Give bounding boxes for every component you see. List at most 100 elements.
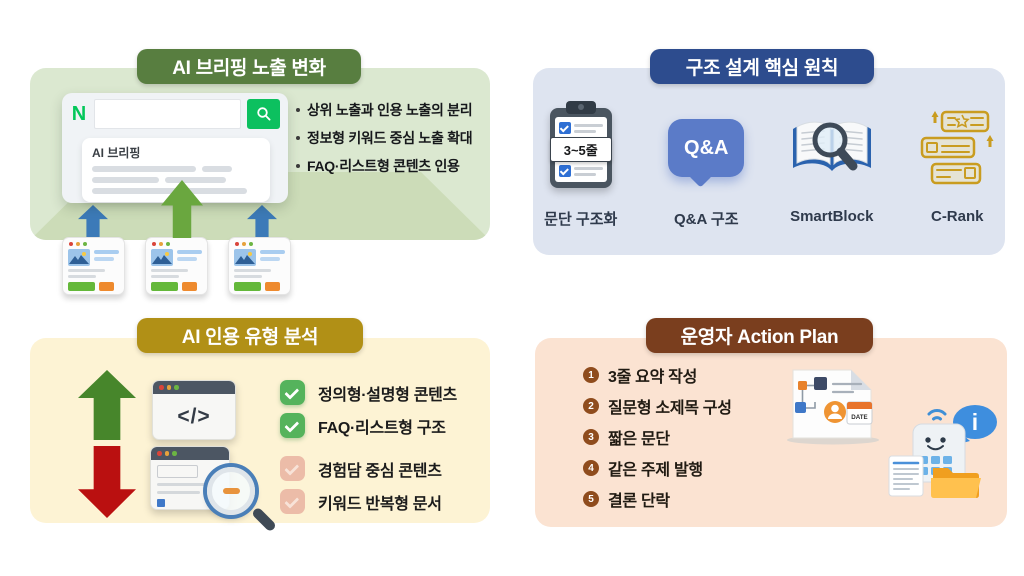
search-button-mock	[247, 99, 280, 129]
search-bar-row: N	[70, 99, 280, 129]
qa-bubble-text: Q&A	[684, 136, 729, 159]
bullet-text: 상위 노출과 인용 노출의 분리	[307, 102, 473, 118]
orange-button-shape	[182, 282, 197, 291]
green-button-shape	[151, 282, 178, 291]
step-number-badge: 1	[583, 367, 599, 383]
bullet-text: FAQ·리스트형 콘텐츠 인용	[307, 158, 460, 174]
thumbnail-image-icon	[234, 249, 256, 266]
placeholder-line-row	[92, 188, 260, 194]
check-item-positive: 정의형·설명형 콘텐츠	[280, 380, 457, 405]
down-trend-arrow-icon	[78, 446, 136, 518]
ranked-blocks-icon	[921, 110, 994, 185]
flowchart-document-illustration: DATE	[787, 369, 879, 445]
step-text: 짧은 문단	[608, 431, 670, 448]
panel-ai-briefing: N AI 브리핑 상위 노출과 인용 노출의 분리 정보형	[30, 68, 490, 240]
search-window-icon	[150, 446, 278, 533]
step-text: 결론 단락	[608, 493, 670, 510]
step-text: 3줄 요약 작성	[608, 369, 697, 386]
principle-item-qa: Q&A Q&A 구조	[659, 98, 755, 229]
panel-citation-analysis: </> 정의형·설명형 콘텐츠 FAQ·리스트형 구조	[30, 338, 490, 533]
green-button-shape	[68, 282, 95, 291]
bullet-dot	[296, 108, 300, 112]
window-bar	[153, 381, 235, 394]
check-item-positive: FAQ·리스트형 구조	[280, 413, 457, 438]
step-text: 같은 주제 발행	[608, 462, 703, 479]
check-pink-icon	[280, 456, 305, 481]
step-item: 2 질문형 소제목 구성	[583, 397, 732, 417]
check-text: 경험담 중심 콘텐츠	[318, 462, 442, 480]
bullet-dot	[296, 164, 300, 168]
ai-briefing-card-title: AI 브리핑	[92, 146, 141, 160]
bullet-text: 정보형 키워드 중심 노출 확대	[307, 130, 473, 146]
bubble-tail	[688, 163, 713, 188]
naver-logo: N	[71, 102, 87, 125]
code-glyph: </>	[177, 404, 211, 428]
qa-speech-bubble-icon: Q&A	[668, 119, 745, 188]
principle-label: C-Rank	[930, 208, 984, 225]
principle-item-crank: C-Rank	[910, 98, 1006, 229]
window-dots	[63, 238, 124, 249]
step-number-badge: 5	[583, 491, 599, 507]
step-text: 질문형 소제목 구성	[608, 400, 732, 417]
placeholder-line-row	[92, 166, 260, 172]
search-icon	[256, 107, 271, 121]
check-pink-icon	[280, 489, 305, 514]
bullet-dot	[296, 136, 300, 140]
principles-panel-title: 구조 설계 핵심 원칙	[650, 49, 874, 84]
check-green-icon	[280, 413, 305, 438]
principle-label: 문단 구조화	[544, 211, 618, 228]
panel-structure-principles: 3~5줄 문단 구조화 Q&A Q&A 구조	[533, 68, 1005, 255]
principle-item-paragraph: 3~5줄 문단 구조화	[533, 98, 629, 229]
clipboard-clip	[565, 101, 596, 114]
webpage-card	[62, 237, 125, 295]
action-panel-title: 운영자 Action Plan	[646, 318, 873, 353]
panel-action-plan: 1 3줄 요약 작성 2 질문형 소제목 구성 3 짧은 문단 4 같은 주제 발행 5…	[535, 338, 1007, 527]
date-label: DATE	[851, 414, 867, 421]
briefing-bullet-list: 상위 노출과 인용 노출의 분리 정보형 키워드 중심 노출 확대 FAQ·리스…	[296, 102, 473, 186]
robot-info-illustration: i	[888, 405, 997, 498]
webpage-card	[228, 237, 291, 295]
magnifier-handle	[250, 506, 278, 533]
magnifier-icon	[207, 467, 255, 515]
window-dots	[146, 238, 207, 249]
checkbox-icon	[558, 165, 571, 177]
step-item: 5 결론 단락	[583, 490, 732, 510]
green-button-shape	[234, 282, 261, 291]
check-text: 키워드 반복형 문서	[318, 495, 442, 513]
checkbox-icon	[558, 122, 571, 134]
check-text: 정의형·설명형 콘텐츠	[318, 386, 457, 404]
principle-label: Q&A 구조	[673, 211, 739, 228]
placeholder-line-row	[92, 177, 260, 183]
code-window-icon: </>	[152, 380, 236, 440]
step-number-badge: 2	[583, 398, 599, 414]
search-input-mock	[94, 99, 241, 129]
step-number-badge: 4	[583, 460, 599, 476]
window-dots	[229, 238, 290, 249]
step-item: 1 3줄 요약 작성	[583, 366, 732, 386]
step-number-badge: 3	[583, 429, 599, 445]
info-glyph: i	[972, 409, 978, 435]
book-magnifier-icon	[792, 121, 871, 171]
citation-panel-title: AI 인용 유형 분석	[137, 318, 363, 353]
bullet-item: 상위 노출과 인용 노출의 분리	[296, 102, 473, 118]
naver-search-mockup: N AI 브리핑	[62, 93, 288, 203]
principle-item-smartblock: SmartBlock	[784, 98, 880, 229]
action-steps-list: 1 3줄 요약 작성 2 질문형 소제목 구성 3 짧은 문단 4 같은 주제 발행 5…	[583, 366, 732, 521]
check-item-negative: 경험담 중심 콘텐츠	[280, 456, 457, 481]
principle-label: SmartBlock	[790, 208, 874, 225]
check-item-negative: 키워드 반복형 문서	[280, 489, 457, 514]
bullet-item: 정보형 키워드 중심 노출 확대	[296, 130, 473, 146]
thumbnail-image-icon	[151, 249, 173, 266]
webpage-card	[145, 237, 208, 295]
step-item: 4 같은 주제 발행	[583, 459, 732, 479]
step-item: 3 짧은 문단	[583, 428, 732, 448]
orange-button-shape	[265, 282, 280, 291]
up-trend-arrow-icon	[78, 370, 136, 440]
briefing-panel-title: AI 브리핑 노출 변화	[137, 49, 361, 84]
clipboard-checklist-icon: 3~5줄	[549, 101, 612, 188]
check-text: FAQ·리스트형 구조	[318, 419, 446, 437]
thumbnail-image-icon	[68, 249, 90, 266]
bullet-item: FAQ·리스트형 콘텐츠 인용	[296, 158, 472, 174]
check-green-icon	[280, 380, 305, 405]
